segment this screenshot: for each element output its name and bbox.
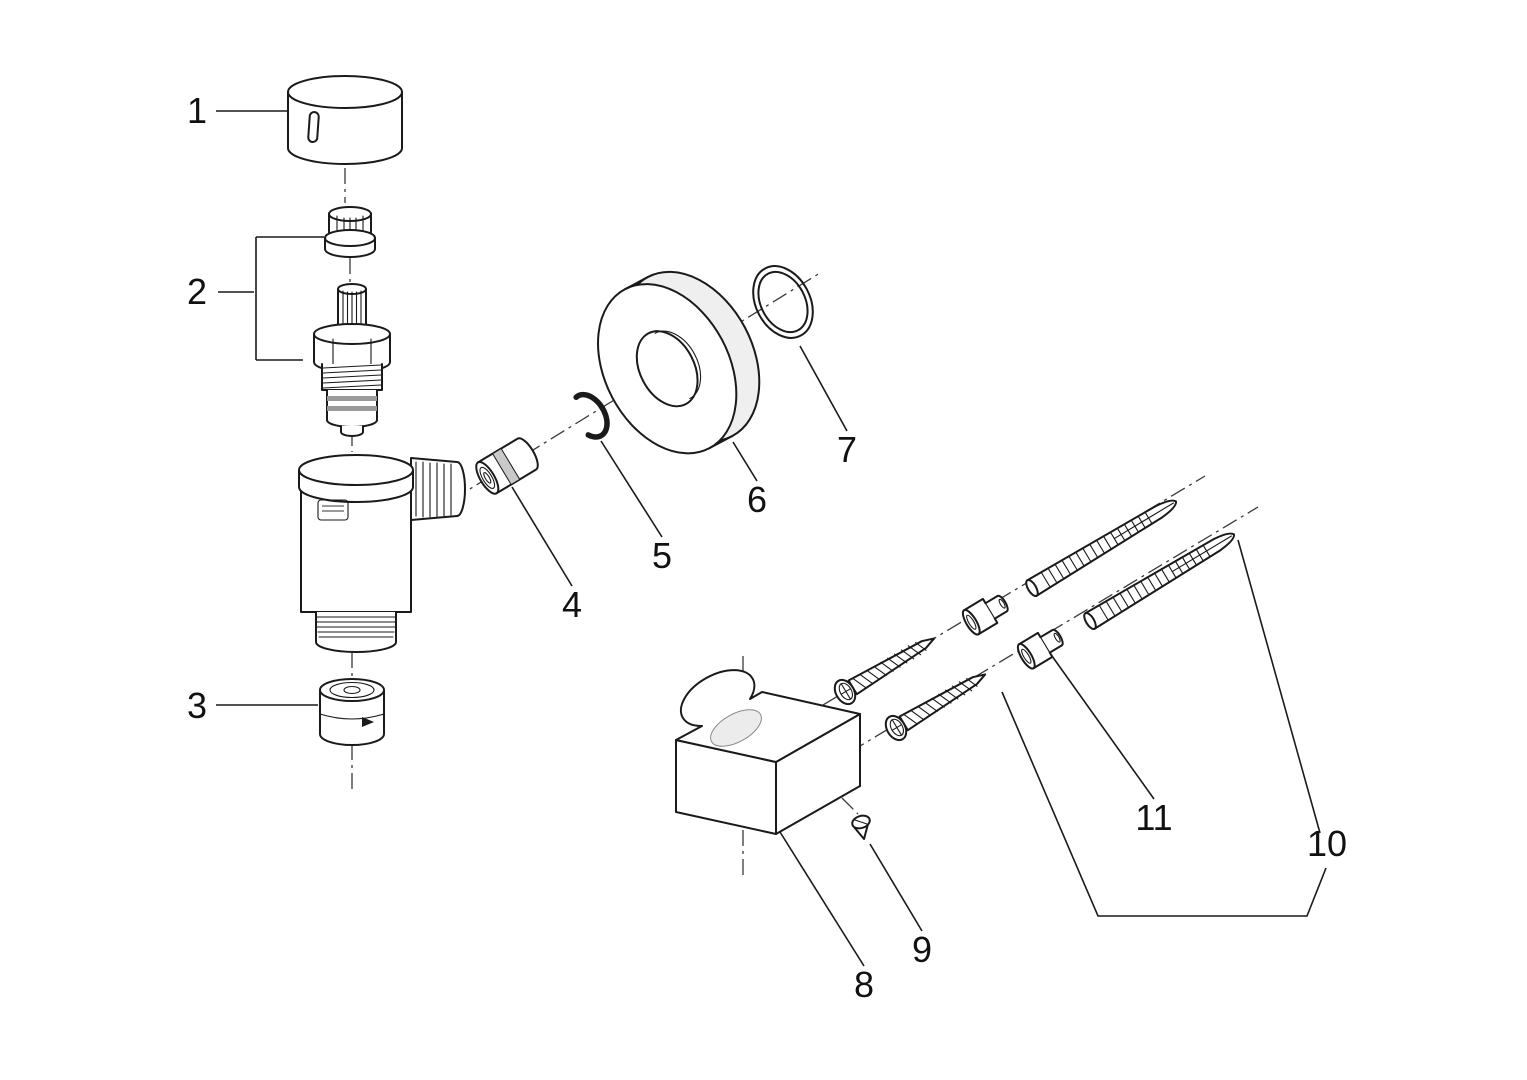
leader-lines (216, 110, 1327, 967)
label-4: 4 (562, 584, 582, 625)
part-10-wall-anchors (1022, 492, 1240, 632)
label-5: 5 (652, 535, 672, 576)
part-2-adapter (324, 206, 376, 258)
part-2-cartridge (313, 283, 391, 437)
part-4-fitting (475, 437, 539, 495)
part-1-cap (287, 75, 403, 165)
part-8-wall-bracket (675, 669, 861, 835)
part-7-o-ring (752, 265, 814, 339)
label-8: 8 (854, 964, 874, 1005)
part-5-retaining-ring (573, 391, 610, 440)
label-6: 6 (747, 479, 767, 520)
part-3-sleeve (319, 678, 385, 746)
part-6-escutcheon (597, 270, 761, 455)
label-7: 7 (837, 429, 857, 470)
label-10: 10 (1307, 823, 1347, 864)
valve-body (298, 454, 466, 653)
part-11-bushings (958, 588, 1069, 672)
part-labels: 1 2 3 4 5 6 7 8 9 10 11 (187, 90, 1347, 1005)
part-9-set-screw (851, 814, 871, 840)
label-9: 9 (912, 929, 932, 970)
label-1: 1 (187, 90, 207, 131)
label-2: 2 (187, 271, 207, 312)
label-11: 11 (1135, 797, 1172, 838)
label-3: 3 (187, 685, 207, 726)
